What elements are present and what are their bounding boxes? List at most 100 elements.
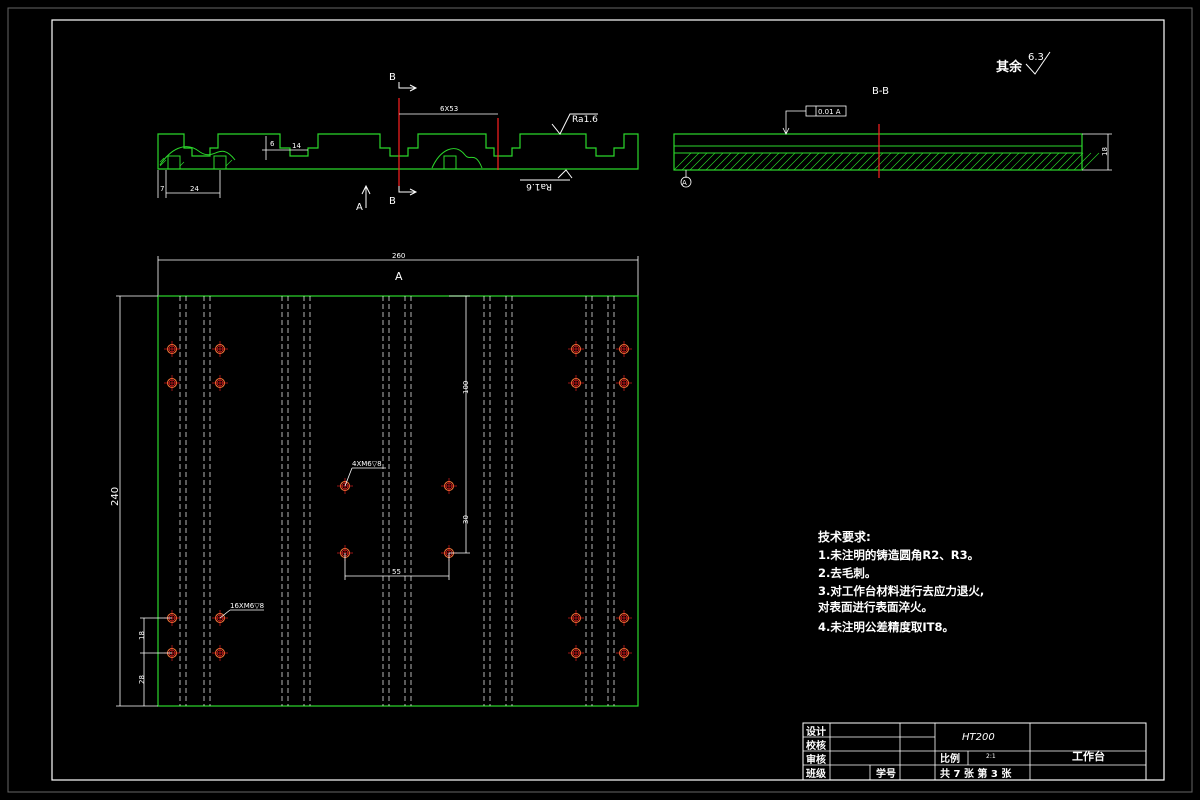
threaded-holes — [164, 341, 632, 661]
tech-note-line-4: 对表面进行表面淬火。 — [818, 600, 933, 614]
tech-note-line-3: 3.对工作台材料进行去应力退火, — [818, 584, 984, 598]
section-mark-top: B — [389, 72, 396, 83]
datum-label: A — [682, 179, 687, 187]
hatch-line — [865, 152, 884, 171]
hatch-line — [1009, 152, 1028, 171]
hatch-line — [673, 152, 692, 171]
dim-18: 18 — [138, 631, 146, 640]
view-a-arrow — [361, 184, 371, 208]
dim-24: 24 — [190, 185, 199, 193]
hatch-line — [953, 152, 972, 171]
surface-finish-symbol — [1025, 51, 1051, 75]
tech-note-line-5: 4.未注明公差精度取IT8。 — [818, 620, 954, 634]
width-dim: 260 — [392, 252, 405, 260]
plan-outline — [157, 295, 639, 707]
hatch-line — [985, 152, 1004, 171]
t-slot-hidden-lines — [179, 296, 615, 706]
tb-sheet-info: 共 7 张 第 3 张 — [940, 767, 1012, 780]
hatch-line — [873, 152, 892, 171]
tech-notes-title: 技术要求: — [818, 529, 871, 544]
technical-requirements: 技术要求: 1.未注明的铸造圆角R2、R3。 2.去毛刺。 3.对工作台材料进行… — [818, 529, 984, 634]
hatch-line — [817, 152, 836, 171]
tb-part-name: 工作台 — [1072, 749, 1105, 763]
tolerance-leader — [782, 110, 806, 135]
section-mark-bottom: B — [389, 196, 396, 207]
hatch-line — [1065, 152, 1084, 171]
hatch-line — [977, 152, 996, 171]
hatch-line — [961, 152, 980, 171]
hatch-line — [921, 152, 940, 171]
hatch-line — [1081, 152, 1100, 171]
hatch-line — [825, 152, 844, 171]
hatch-line — [745, 152, 764, 171]
dim-55: 55 — [392, 568, 401, 576]
hatch-line — [785, 152, 804, 171]
dim-7: 7 — [160, 185, 164, 193]
hatch-line — [1041, 152, 1060, 171]
hatch-left — [159, 157, 233, 167]
title-block-frame — [802, 722, 1147, 781]
hatch-line — [681, 152, 700, 171]
plan-height-dim: 240 — [110, 487, 121, 506]
hatch-line — [889, 152, 908, 171]
surface-finish-value: 6.3 — [1028, 52, 1044, 63]
dim-slot-h: 6 — [270, 140, 275, 148]
hatch-line — [1017, 152, 1036, 171]
dim-30: 30 — [462, 515, 470, 524]
view-a-mark: A — [356, 202, 363, 213]
plan-view-mark: A — [395, 270, 403, 283]
hatch-line — [993, 152, 1012, 171]
surface-finish-label: 其余 — [996, 59, 1023, 75]
section-outline — [673, 133, 1083, 171]
dim-slot-w: 14 — [292, 142, 301, 150]
hatch-line — [801, 152, 820, 171]
hatch-line — [849, 152, 868, 171]
tech-note-line-1: 1.未注明的铸造圆角R2、R3。 — [818, 548, 979, 562]
roughness-top: Ra1.6 — [572, 115, 598, 125]
hatch-line — [697, 152, 716, 171]
hatch-line — [793, 152, 812, 171]
tb-label-student-no: 学号 — [876, 767, 896, 780]
hatch-line — [1049, 152, 1068, 171]
section-arrow-top — [398, 82, 418, 92]
hatch-line — [913, 152, 932, 171]
tb-label-design: 设计 — [806, 725, 826, 738]
hatch-line — [777, 152, 796, 171]
hatch-line — [809, 152, 828, 171]
tb-scale-label: 比例 — [940, 752, 960, 765]
front-view: B B A 6X53 Ra1.6 Ra1.6 7 24 14 6 — [157, 72, 639, 213]
section-hatch — [673, 152, 1100, 171]
break-line-right — [431, 148, 483, 169]
height-dim: 18 — [1101, 147, 1109, 156]
hatch-line — [705, 152, 724, 171]
hatch-line — [737, 152, 756, 171]
hole-label-side-leader — [219, 609, 231, 619]
hatch-line — [689, 152, 708, 171]
hatch-line — [713, 152, 732, 171]
section-view: B-B 0.01 A A 18 — [673, 86, 1112, 188]
hatch-line — [857, 152, 876, 171]
tolerance-value: 0.01 A — [818, 108, 841, 116]
hatch-line — [1057, 152, 1076, 171]
hatch-line — [753, 152, 772, 171]
hatch-line — [761, 152, 780, 171]
front-view-outline — [157, 133, 639, 170]
hatch-line — [769, 152, 788, 171]
hatch-line — [1033, 152, 1052, 171]
hatch-line — [721, 152, 740, 171]
drawing-frame — [51, 19, 1165, 781]
hatch-line — [1001, 152, 1020, 171]
plan-view: 260 A 240 100 30 55 4XM6▽8 16XM6▽8 — [110, 252, 639, 707]
dim-6x53: 6X53 — [440, 105, 458, 113]
tb-label-check: 校核 — [806, 739, 826, 752]
tb-material: HT200 — [962, 732, 995, 743]
section-arrow-bottom — [398, 186, 418, 196]
datum-circle — [680, 176, 692, 188]
dim-100: 100 — [462, 381, 470, 394]
break-line-left — [159, 146, 236, 166]
hatch-line — [937, 152, 956, 171]
hatch-line — [729, 152, 748, 171]
hatch-line — [945, 152, 964, 171]
hatch-line — [881, 152, 900, 171]
hole-label-center: 4XM6▽8 — [352, 460, 382, 468]
